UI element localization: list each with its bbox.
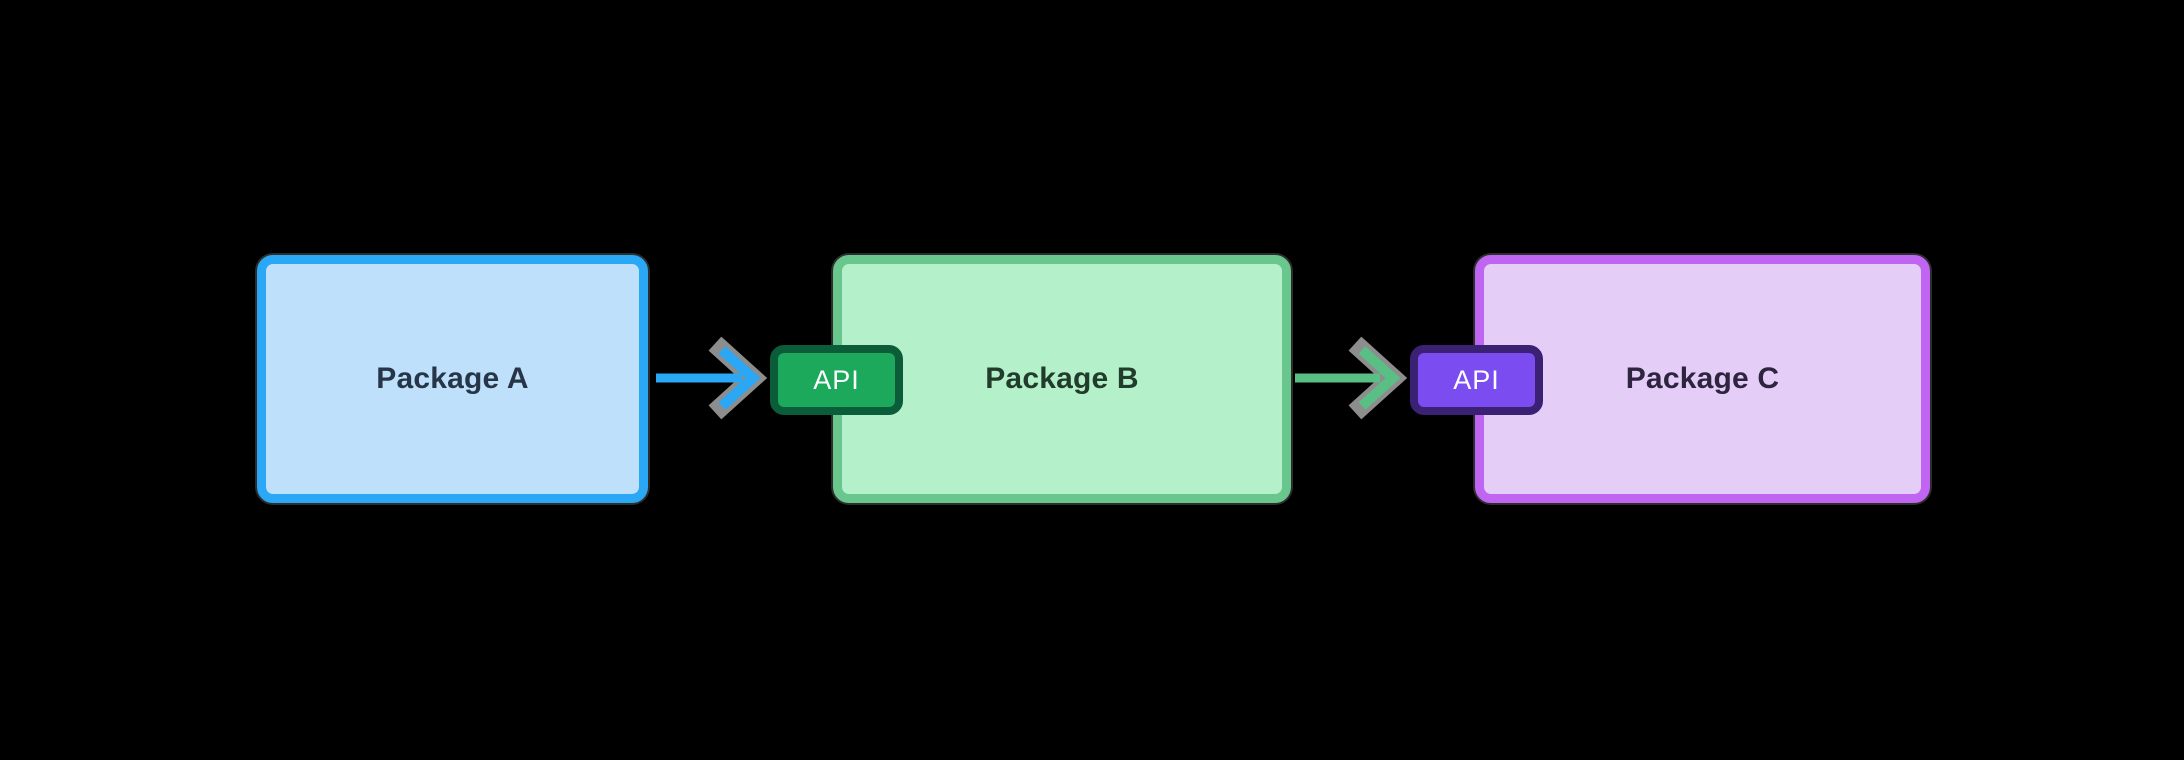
arrowhead-icon	[718, 346, 761, 410]
arrow-b-to-c-icon	[1295, 336, 1408, 420]
package-c-node: Package C	[1475, 255, 1930, 503]
package-a-label: Package A	[376, 362, 529, 395]
package-a-node: Package A	[257, 255, 648, 503]
package-c-api-badge-label: API	[1453, 364, 1500, 395]
package-b-node: Package B	[833, 255, 1291, 503]
package-c-api-badge: API	[1410, 345, 1543, 415]
package-b-label: Package B	[985, 362, 1139, 395]
arrow-a-to-b-icon	[656, 336, 768, 420]
package-b-api-badge: API	[770, 345, 903, 415]
package-c-label: Package C	[1625, 362, 1780, 395]
package-b-api-badge-label: API	[813, 364, 860, 395]
arrowhead-icon	[1358, 346, 1401, 410]
